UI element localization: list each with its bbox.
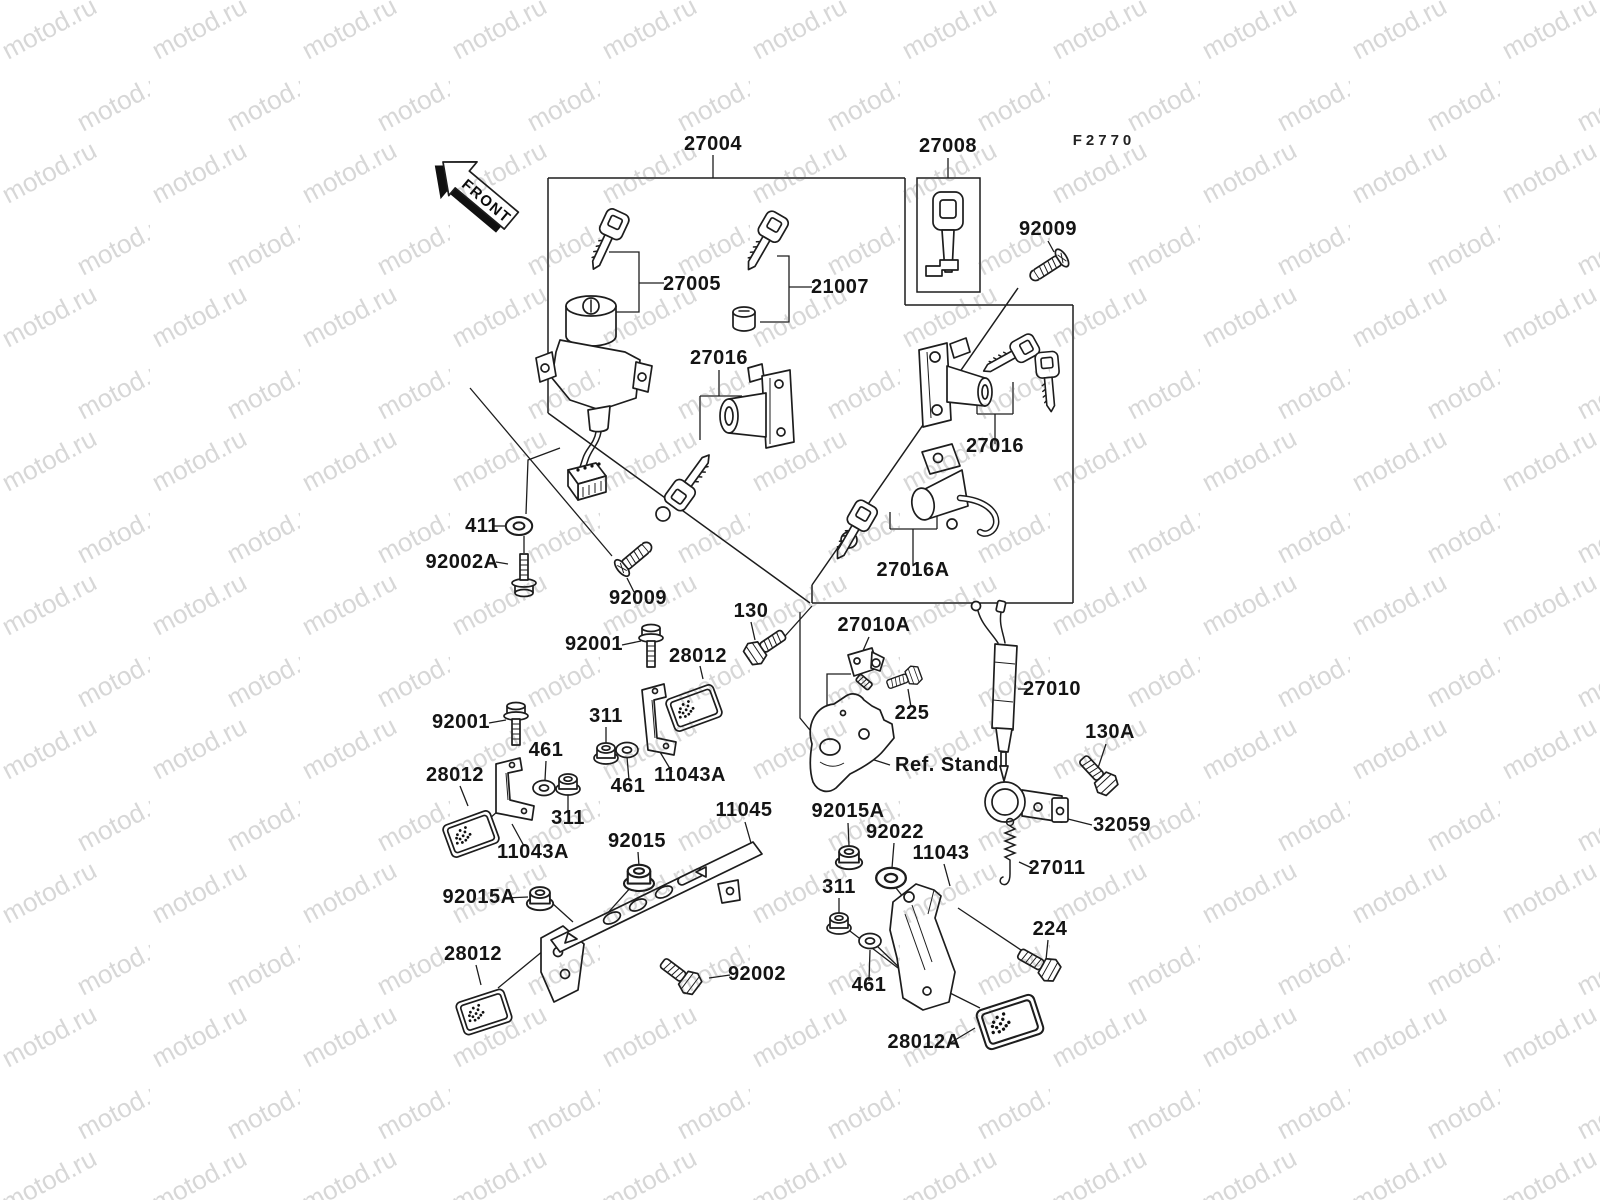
exploded-parts-diagram: motod.ru motod.ru	[0, 0, 1600, 1200]
watermark-overlay	[0, 0, 1600, 1200]
parts-diagram-page: motod.ru motod.ru	[0, 0, 1600, 1200]
